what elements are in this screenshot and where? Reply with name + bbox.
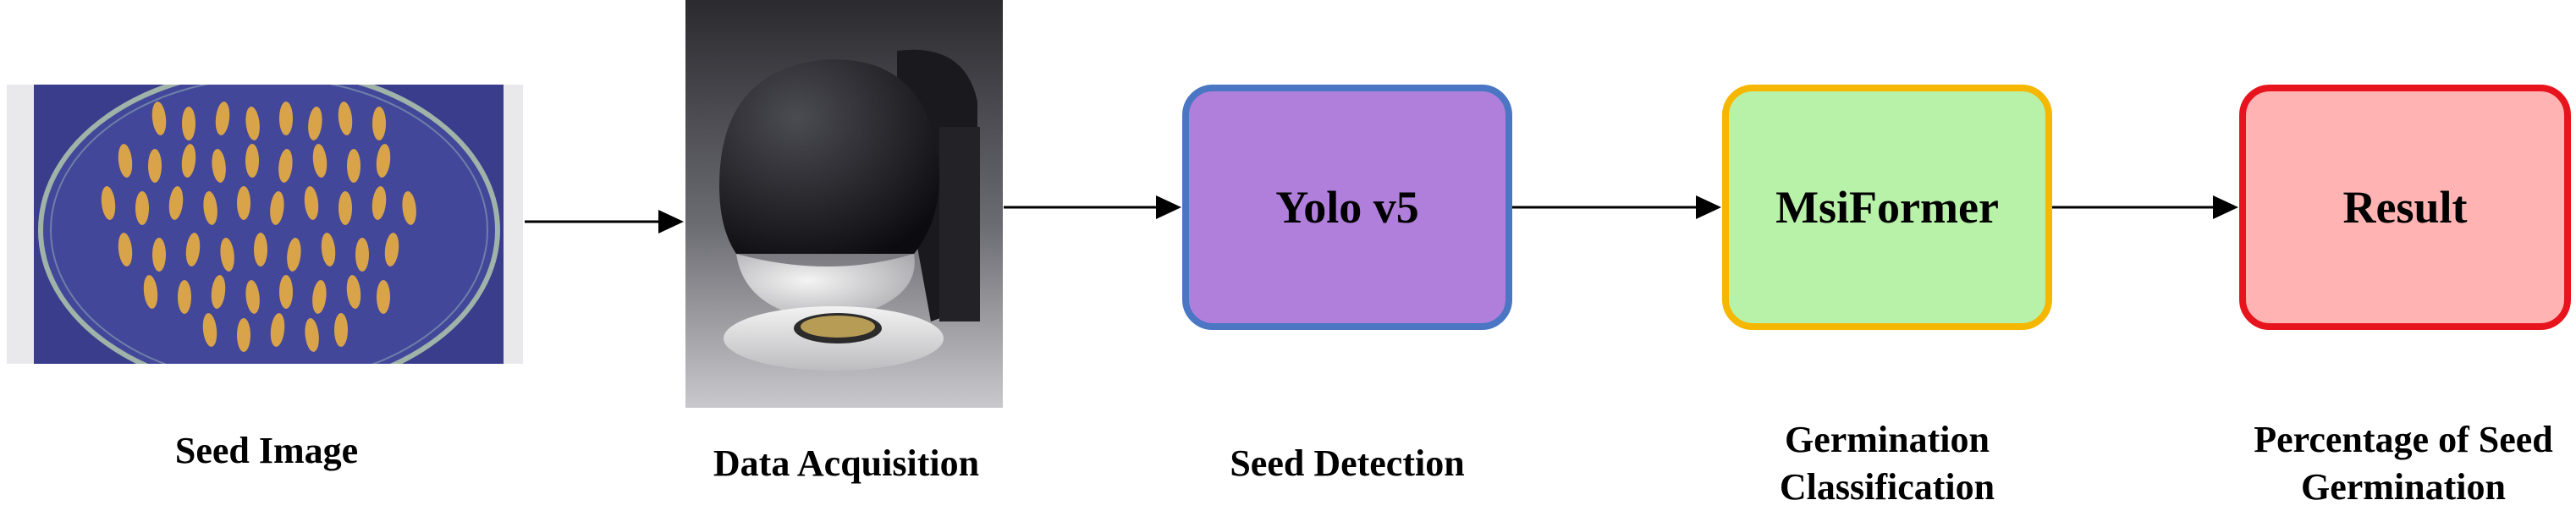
yolo-v5-box: Yolo v5 [1182, 85, 1512, 330]
data-acquisition-caption: Data Acquisition [713, 442, 980, 484]
seed [245, 280, 260, 314]
germination-caption-line2: Classification [1779, 466, 1995, 508]
seed [270, 313, 285, 347]
seed [339, 191, 352, 225]
germination-classification-caption: Germination Classification [1718, 416, 2056, 511]
seed [151, 102, 167, 135]
seed [305, 318, 319, 352]
seed [245, 107, 260, 140]
seed [178, 280, 191, 314]
seed [212, 149, 226, 183]
percentage-caption-line2: Germination [2301, 466, 2506, 508]
seed [135, 191, 149, 225]
seed [312, 280, 327, 314]
seed [152, 238, 166, 272]
seed [278, 149, 293, 183]
seed [237, 186, 250, 220]
germination-caption-line1: Germination [1785, 419, 1990, 460]
seed [321, 233, 336, 266]
seed [312, 144, 328, 178]
seed [101, 186, 116, 220]
seed-image-caption: Seed Image [174, 430, 359, 471]
data-acquisition-photo [685, 0, 1003, 408]
seed [376, 144, 391, 178]
seed [220, 238, 234, 272]
seed-image-photo [7, 85, 523, 364]
seed [338, 102, 353, 135]
seed [347, 149, 361, 183]
msiformer-label: MsiFormer [1775, 182, 1999, 233]
seed [211, 275, 226, 309]
seed [372, 186, 387, 220]
seed [346, 275, 361, 309]
seed [168, 186, 184, 220]
seed [254, 233, 267, 266]
seed [402, 191, 416, 225]
arrow-right-icon [1004, 195, 1181, 219]
seed [377, 280, 390, 314]
seed [203, 191, 217, 225]
msiformer-box: MsiFormer [1722, 85, 2052, 330]
percentage-caption-line1: Percentage of Seed [2254, 419, 2553, 460]
seed [372, 107, 386, 140]
seed-detection-caption: Seed Detection [1230, 442, 1465, 484]
seed [270, 191, 284, 225]
seed [279, 102, 293, 135]
result-box: Result [2239, 85, 2571, 330]
seed [182, 107, 195, 140]
seed [308, 107, 322, 140]
seed [334, 313, 348, 347]
seed [185, 233, 201, 266]
petri-dish-photo [34, 85, 504, 364]
seed [279, 275, 293, 309]
arrow-right-icon [525, 210, 684, 234]
seed [181, 144, 196, 178]
seed [118, 144, 133, 178]
seed [143, 275, 158, 309]
seed [237, 318, 250, 352]
seed [304, 186, 319, 220]
yolo-v5-label: Yolo v5 [1275, 182, 1419, 233]
seed [287, 238, 301, 272]
seed [148, 149, 162, 183]
seed [245, 144, 259, 178]
seed [215, 102, 230, 135]
result-label: Result [2342, 182, 2468, 233]
seed [118, 233, 133, 266]
seed [355, 238, 369, 272]
arrow-right-icon [1512, 195, 1721, 219]
seed-imaging-device-photo [685, 0, 1003, 408]
seed [202, 313, 217, 347]
seed [384, 233, 399, 266]
arrow-right-icon [2052, 195, 2238, 219]
percentage-caption: Percentage of Seed Germination [2200, 416, 2576, 511]
